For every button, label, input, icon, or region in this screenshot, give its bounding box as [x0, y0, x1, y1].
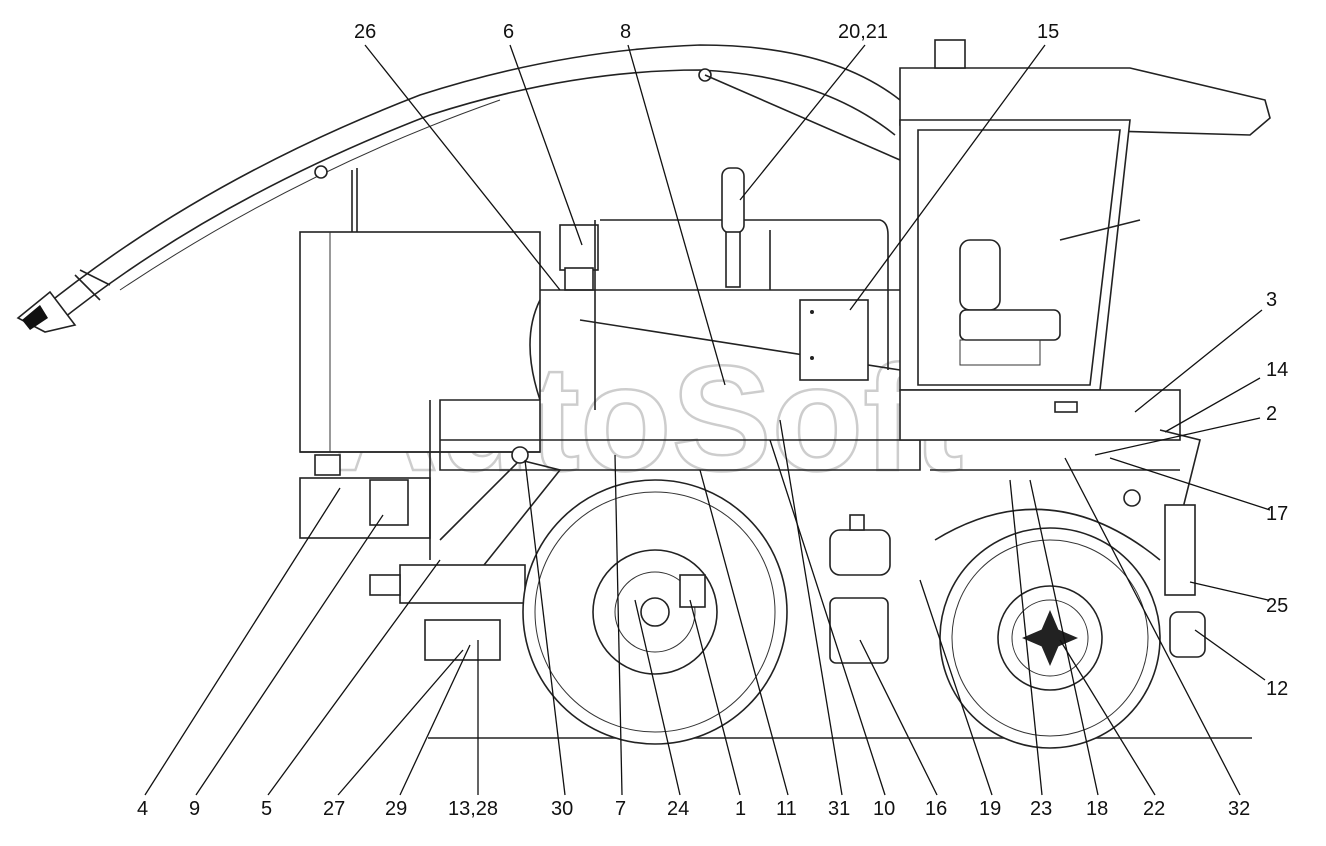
callout-23: 23 [1030, 798, 1052, 820]
callout-15: 15 [1037, 21, 1059, 43]
callout-10: 10 [873, 798, 895, 820]
callout-26: 26 [354, 21, 376, 43]
discharge-spout [16, 44, 901, 333]
callout-2: 2 [1266, 403, 1277, 425]
callout-24: 24 [667, 798, 689, 820]
callout-29: 29 [385, 798, 407, 820]
leader-lines [144, 44, 1271, 796]
callout-32: 32 [1228, 798, 1250, 820]
callout-1: 1 [735, 798, 746, 820]
callout-22: 22 [1143, 798, 1165, 820]
callout-14: 14 [1266, 359, 1288, 381]
callout-7: 7 [615, 798, 626, 820]
hydraulic-tank [829, 597, 889, 664]
callout-27: 27 [323, 798, 345, 820]
main-frame [439, 219, 921, 471]
callout-25: 25 [1266, 595, 1288, 617]
rear-axle-assembly [930, 429, 1206, 658]
callout-16: 16 [925, 798, 947, 820]
operator-cab [899, 39, 1271, 441]
fuel-tank [829, 514, 891, 576]
callout-labels: 26 6 8 20,21 15 3 14 2 17 25 12 4 9 5 27… [137, 21, 1288, 820]
callout-3: 3 [1266, 289, 1277, 311]
front-wheel [522, 479, 788, 745]
callout-31: 31 [828, 798, 850, 820]
callout-5: 5 [261, 798, 272, 820]
callout-13-28: 13,28 [448, 798, 498, 820]
callout-6: 6 [503, 21, 514, 43]
callout-4: 4 [137, 798, 148, 820]
callout-17: 17 [1266, 503, 1288, 525]
feeder-lift-arms [369, 446, 562, 661]
callout-11: 11 [776, 798, 797, 820]
callout-12: 12 [1266, 678, 1288, 700]
engine-compartment [299, 231, 541, 560]
exhaust-pipe [721, 167, 745, 288]
callout-20-21: 20,21 [838, 21, 888, 43]
callout-8: 8 [620, 21, 631, 43]
callout-9: 9 [189, 798, 200, 820]
callout-19: 19 [979, 798, 1001, 820]
air-filter [559, 224, 599, 291]
callout-18: 18 [1086, 798, 1108, 820]
callout-30: 30 [551, 798, 573, 820]
rear-mudguard [934, 508, 1161, 561]
rear-wheel [939, 527, 1161, 749]
